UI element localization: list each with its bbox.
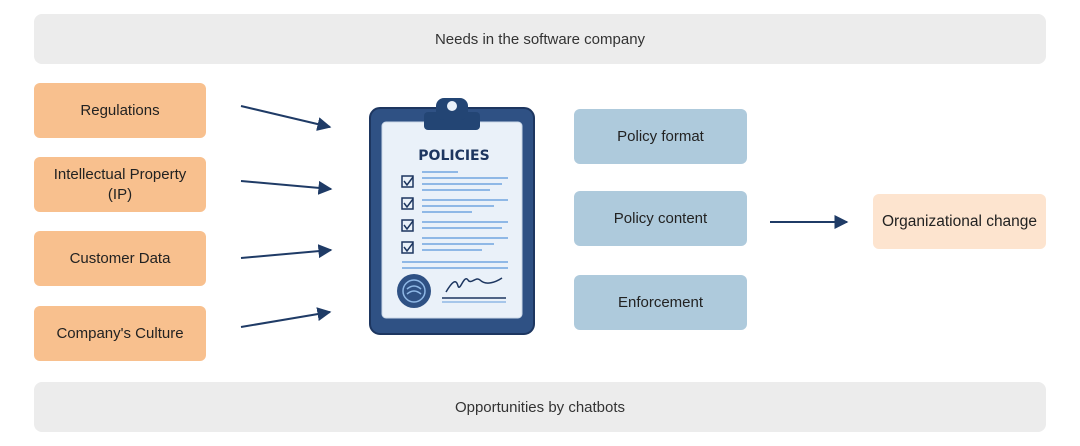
output-box-policy-format: Policy format [574,109,747,164]
signature-icon [442,277,506,303]
arrow-company-culture [240,307,332,328]
arrow-ip [240,180,333,195]
needs-header-band: Needs in the software company [34,14,1046,64]
policies-title: POLICIES [418,148,489,164]
opportunities-footer-band: Opportunities by chatbots [34,382,1046,432]
arrow-customer-data [240,244,333,259]
checklist [401,175,414,254]
seal-icon [397,274,431,308]
arrow-regulations [240,105,332,131]
need-box-customer-data: Customer Data [34,231,206,286]
output-box-enforcement: Enforcement [574,275,747,330]
policies-clipboard-icon: POLICIES [369,98,535,335]
policy-text-lines [402,171,508,269]
need-box-company-culture: Company's Culture [34,306,206,361]
result-box-organizational-change: Organizational change [873,194,1046,249]
need-box-ip: Intellectual Property (IP) [34,157,206,212]
need-box-regulations: Regulations [34,83,206,138]
output-box-policy-content: Policy content [574,191,747,246]
